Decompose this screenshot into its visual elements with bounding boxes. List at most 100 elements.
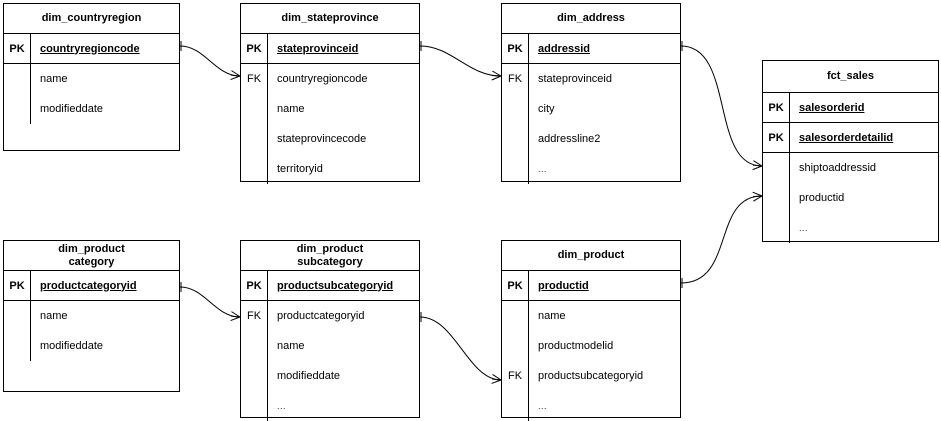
attribute-block: shiptoaddressid productid...: [763, 153, 938, 243]
key-tag: PK: [241, 34, 268, 63]
key-tag: PK: [241, 271, 268, 300]
entity-title-line: category: [68, 255, 115, 268]
relationship-stateprovince-to-address: [419, 41, 502, 81]
attribute-row[interactable]: territoryid: [268, 154, 419, 184]
primary-key-name: productcategoryid: [40, 279, 137, 292]
foreign-key-tag: FK: [507, 370, 523, 382]
key-row[interactable]: PK productid: [502, 271, 680, 301]
attribute-row[interactable]: productid: [790, 183, 938, 213]
key-tag: PK: [502, 34, 529, 63]
attribute-row[interactable]: name: [31, 301, 179, 331]
key-row[interactable]: PK countryregioncode: [4, 34, 179, 64]
attribute-name: productmodelid: [538, 340, 614, 352]
attribute-row[interactable]: name: [268, 94, 419, 124]
attribute-name: stateprovincecode: [277, 133, 367, 145]
cardinality-many-marker: [752, 165, 763, 171]
attribute-block: name modifieddate: [4, 301, 179, 361]
entity-title-line: dim_product: [58, 242, 125, 255]
attribute-row[interactable]: productsubcategoryid: [529, 361, 680, 391]
attribute-name-column: productcategoryid name modifieddate...: [268, 301, 419, 421]
attribute-name: productid: [799, 192, 845, 204]
attribute-name: shiptoaddressid: [799, 162, 877, 174]
entity-title-fct_sales: fct_sales: [763, 61, 938, 93]
attribute-block: FK countryregioncode name stateprovincecode…: [241, 64, 419, 184]
attribute-row[interactable]: ...: [268, 391, 419, 421]
entity-title-dim_product: dim_product: [502, 241, 680, 271]
entity-title-line: dim_address: [557, 12, 625, 24]
cardinality-many-marker: [492, 70, 502, 77]
cardinality-many-marker: [230, 75, 241, 81]
attribute-row[interactable]: ...: [529, 154, 680, 184]
entity-title-dim_address: dim_address: [502, 4, 680, 34]
attribute-row[interactable]: modifieddate: [31, 331, 179, 361]
entity-title-line: dim_stateprovince: [281, 12, 379, 24]
attribute-name-column: shiptoaddressid productid...: [790, 153, 938, 243]
attribute-row[interactable]: shiptoaddressid: [790, 153, 938, 183]
attribute-name: name: [40, 310, 68, 322]
primary-key-name: productid: [538, 279, 589, 292]
cardinality-many-marker: [230, 316, 241, 322]
relationship-subcategory-to-product: [419, 312, 502, 384]
attribute-more-ellipsis: ...: [799, 223, 809, 233]
attribute-name: modifieddate: [40, 340, 103, 352]
attribute-name: modifieddate: [277, 370, 340, 382]
attribute-row[interactable]: stateprovincecode: [268, 124, 419, 154]
attribute-row[interactable]: productmodelid: [529, 331, 680, 361]
relationship-line: [419, 316, 502, 381]
attribute-name-column: stateprovinceid city addressline2...: [529, 64, 680, 184]
key-tag: PK: [4, 34, 31, 63]
attribute-row[interactable]: city: [529, 94, 680, 124]
cardinality-many-marker: [491, 75, 502, 81]
cardinality-many-marker: [752, 195, 763, 198]
attribute-name: addressline2: [538, 133, 601, 145]
attribute-row[interactable]: ...: [790, 213, 938, 243]
attribute-name: stateprovinceid: [538, 73, 612, 85]
attribute-row[interactable]: name: [31, 64, 179, 94]
foreign-key-tag: FK: [246, 73, 262, 85]
attribute-name: city: [538, 103, 555, 115]
primary-key-name: countryregioncode: [40, 42, 140, 55]
attribute-row[interactable]: productcategoryid: [268, 301, 419, 331]
attribute-row[interactable]: countryregioncode: [268, 64, 419, 94]
cardinality-many-marker: [230, 74, 241, 77]
attribute-row[interactable]: modifieddate: [31, 94, 179, 124]
attribute-row[interactable]: name: [268, 331, 419, 361]
attribute-row[interactable]: modifieddate: [268, 361, 419, 391]
attribute-more-ellipsis: ...: [538, 164, 548, 174]
cardinality-many-marker: [491, 74, 502, 77]
relationship-line: [680, 195, 763, 284]
attribute-row[interactable]: addressline2: [529, 124, 680, 154]
entity-title-dim_countryregion: dim_countryregion: [4, 4, 179, 34]
attribute-more-ellipsis: ...: [277, 401, 287, 411]
attribute-name: name: [277, 340, 305, 352]
attribute-name: territoryid: [277, 163, 323, 175]
attribute-block: FK name productmodelid productsubcategoryid…: [502, 301, 680, 421]
entity-title-dim_stateprovince: dim_stateprovince: [241, 4, 419, 34]
key-tag: PK: [502, 271, 529, 300]
primary-key-name: salesorderdetailid: [799, 131, 894, 144]
attribute-name: name: [277, 103, 305, 115]
cardinality-many-marker: [231, 70, 241, 77]
cardinality-many-marker: [491, 379, 502, 384]
attribute-row[interactable]: name: [529, 301, 680, 331]
attribute-row[interactable]: ...: [529, 391, 680, 421]
key-tag: PK: [763, 93, 790, 122]
cardinality-many-marker: [752, 164, 763, 167]
attribute-name-column: name modifieddate: [31, 301, 179, 361]
attribute-name-column: countryregioncode name stateprovincecode te…: [268, 64, 419, 184]
attribute-row[interactable]: stateprovinceid: [529, 64, 680, 94]
